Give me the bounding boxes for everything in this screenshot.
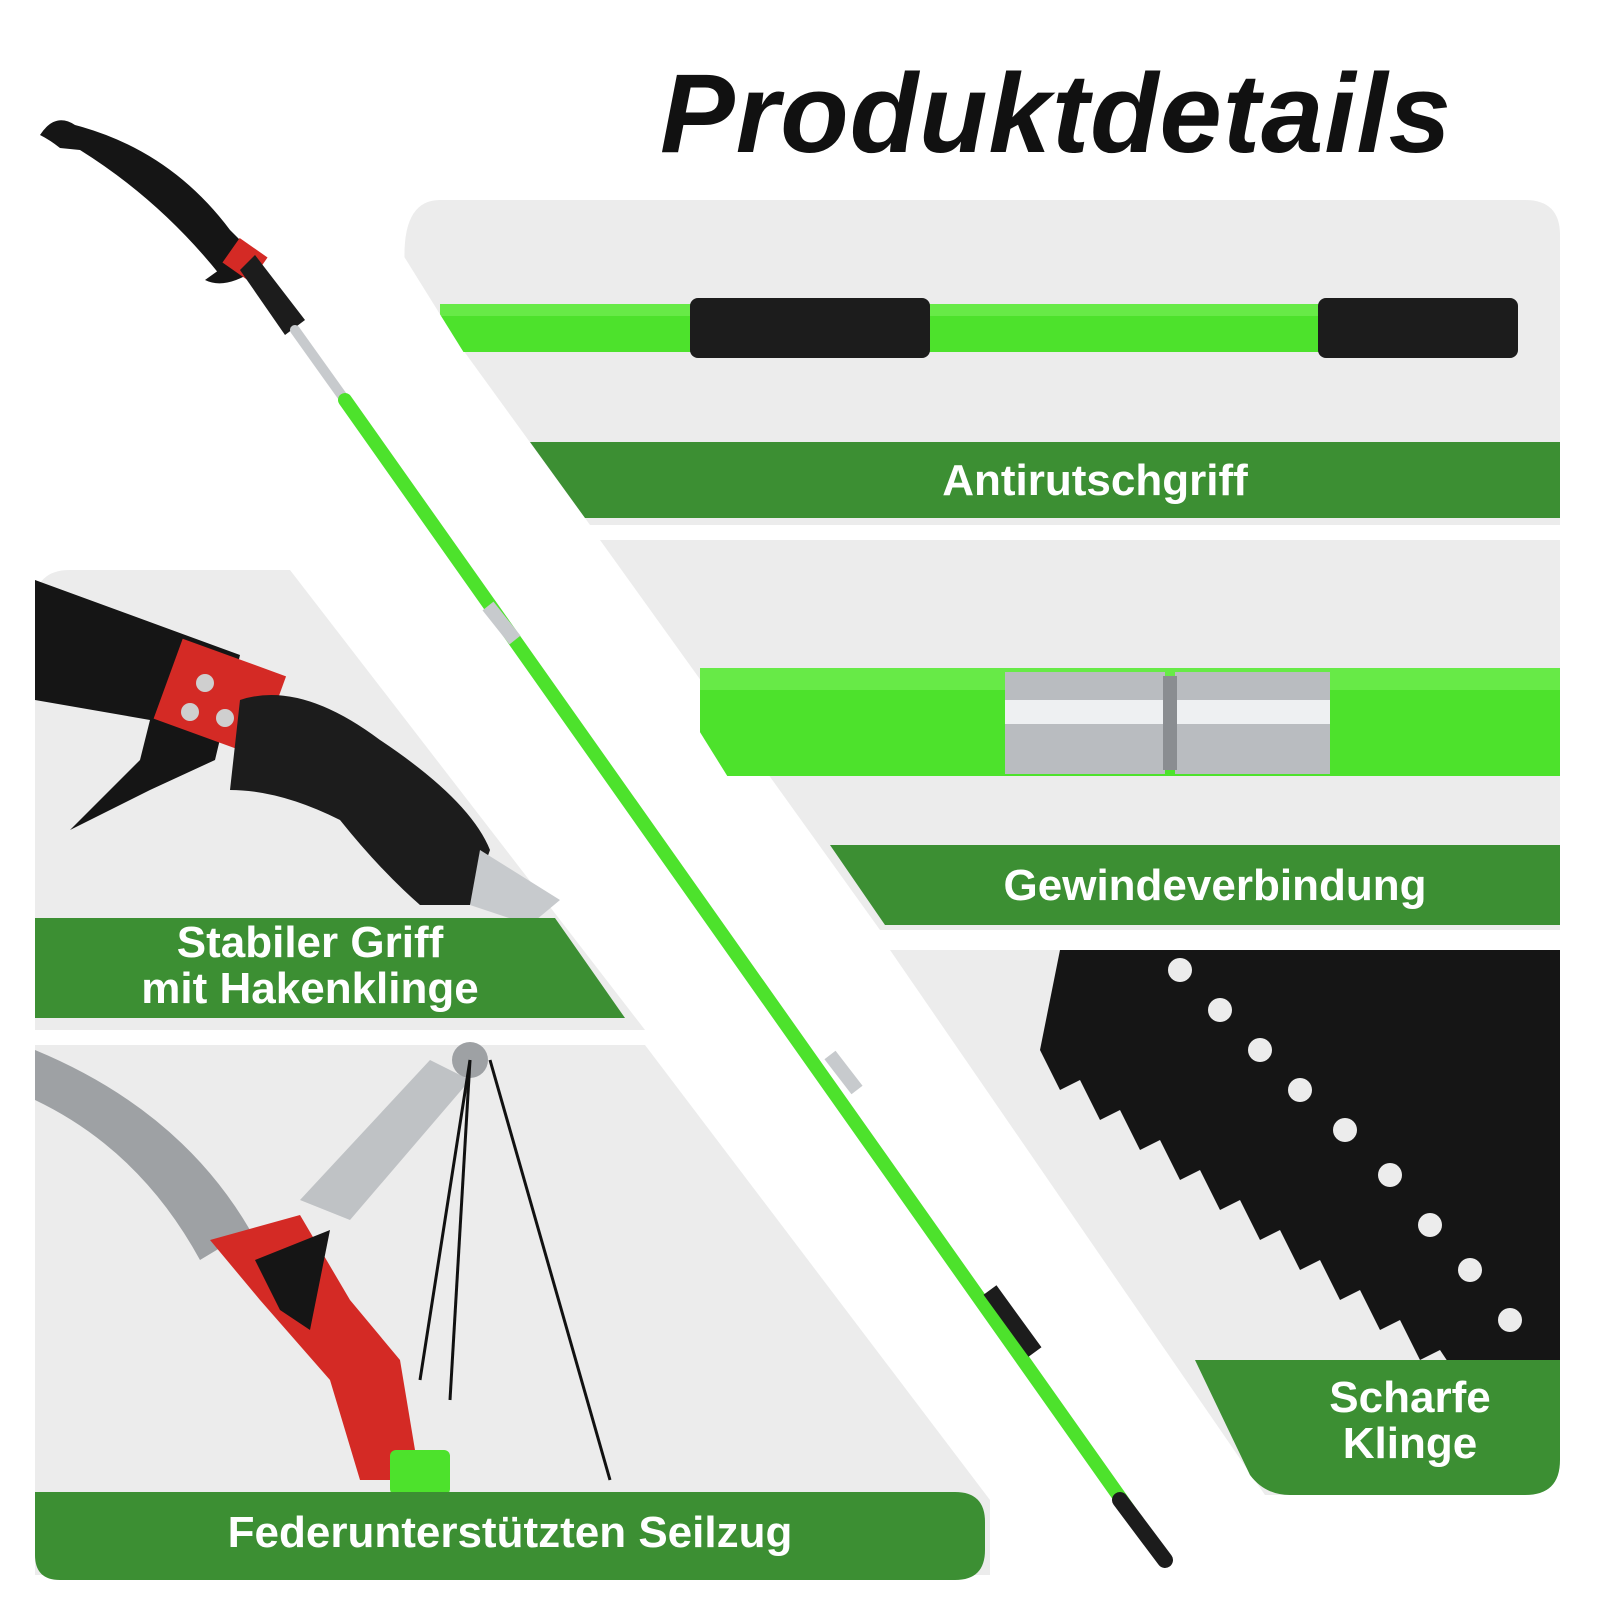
thread-connection-detail [700, 668, 1560, 776]
banner-thread [830, 845, 1560, 925]
banner-pulley [35, 1492, 985, 1580]
saw-blade-detail [1040, 950, 1560, 1380]
banner-grip [530, 442, 1560, 518]
pole-saw-illustration [40, 120, 1173, 1568]
grip-detail [440, 298, 1518, 358]
feature-label-grip: Antirutschgriff [942, 456, 1248, 505]
pole-band [270, 250, 1240, 1600]
banner-blade [1195, 1360, 1560, 1495]
feature-label-thread: Gewindeverbindung [1003, 861, 1427, 910]
feature-label-pulley: Federunterstützten Seilzug [227, 1508, 793, 1557]
banner-handle [35, 918, 625, 1018]
hook-blade-handle-detail [35, 580, 560, 925]
rope-pulley-pruner-detail [35, 1042, 612, 1495]
feature-label-handle: Stabiler Griff mit Hakenklinge [141, 918, 479, 1014]
feature-label-blade: Scharfe Klinge [1329, 1373, 1491, 1469]
panel-pulley-background [35, 1045, 990, 1575]
page-title: Produktdetails [660, 51, 1452, 176]
